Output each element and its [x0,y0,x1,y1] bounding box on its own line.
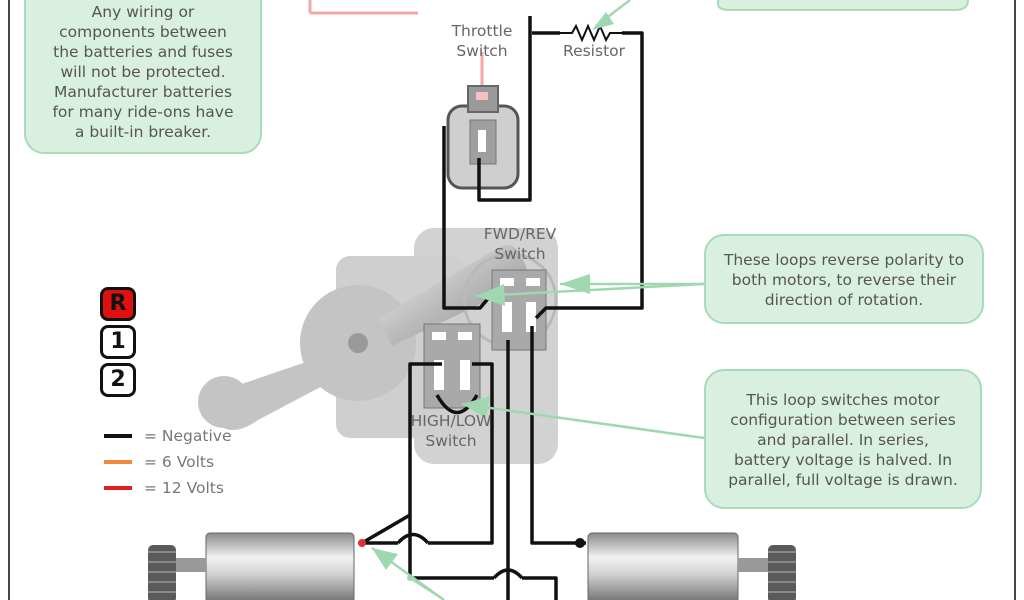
legend-swatch-12v [104,486,132,490]
left-motor [148,532,355,600]
series-note-line: and parallel. In series, [757,431,929,449]
legend-label-12v: = 12 Volts [144,479,224,497]
fwd-rev-label-line-2: Switch [494,245,546,263]
fwd-rev-switch-label: FWD/REV Switch [474,224,566,264]
battery-note-line: a built-in breaker. [74,123,212,141]
negative-wires [361,16,644,600]
throttle-switch [446,85,520,190]
throttle-label-line-2: Switch [456,42,508,60]
battery-note-line: Manufacturer batteries [53,83,233,101]
battery-note-line: Any wiring or [91,3,195,21]
battery-note-line: for many ride-ons have [52,103,234,121]
battery-note-line: the batteries and fuses [53,43,233,61]
gear-indicator-second: 2 [100,363,136,397]
fwd-rev-label-line-1: FWD/REV [483,225,557,243]
top-right-note-fragment [717,0,969,11]
resistor-label: Resistor [563,42,625,60]
legend-swatch-6v [104,460,132,464]
series-note-line: configuration between series [730,411,956,429]
fwd-rev-switch-body [491,269,547,351]
battery-note: Any wiring or components between the bat… [24,0,262,154]
legend-row-6v: = 6 Volts [104,451,214,473]
legend-label-negative: = Negative [144,427,232,445]
polarity-note-line: direction of rotation. [764,291,924,309]
series-note-line: battery voltage is halved. In [733,451,953,469]
right-motor [587,532,796,600]
legend-label-6v: = 6 Volts [144,453,215,471]
polarity-note-line: These loops reverse polarity to [723,251,965,269]
polarity-note: These loops reverse polarity to both mot… [704,234,984,324]
throttle-switch-label: Throttle Switch [440,21,524,61]
high-low-label-line-1: HIGH/LOW [410,412,492,430]
legend-swatch-negative [104,434,132,438]
legend-row-negative: = Negative [104,425,231,447]
polarity-note-line: both motors, to reverse their [731,271,957,289]
battery-note-line: will not be protected. [60,63,226,81]
high-low-switch-label: HIGH/LOW Switch [400,411,502,451]
battery-note-line: components between [59,23,227,41]
legend-row-12v: = 12 Volts [104,477,224,499]
series-note-line: parallel, full voltage is drawn. [728,471,958,489]
callout-arrowheads [372,12,614,570]
series-note-line: This loop switches motor [746,391,940,409]
high-low-label-line-2: Switch [425,432,477,450]
series-parallel-note: This loop switches motor configuration b… [704,369,982,509]
resistor-symbol [560,23,622,43]
gear-indicator-first: 1 [100,325,136,359]
gear-indicator-reverse: R [100,287,136,321]
high-low-switch-body [423,323,481,409]
throttle-label-line-1: Throttle [451,22,513,40]
